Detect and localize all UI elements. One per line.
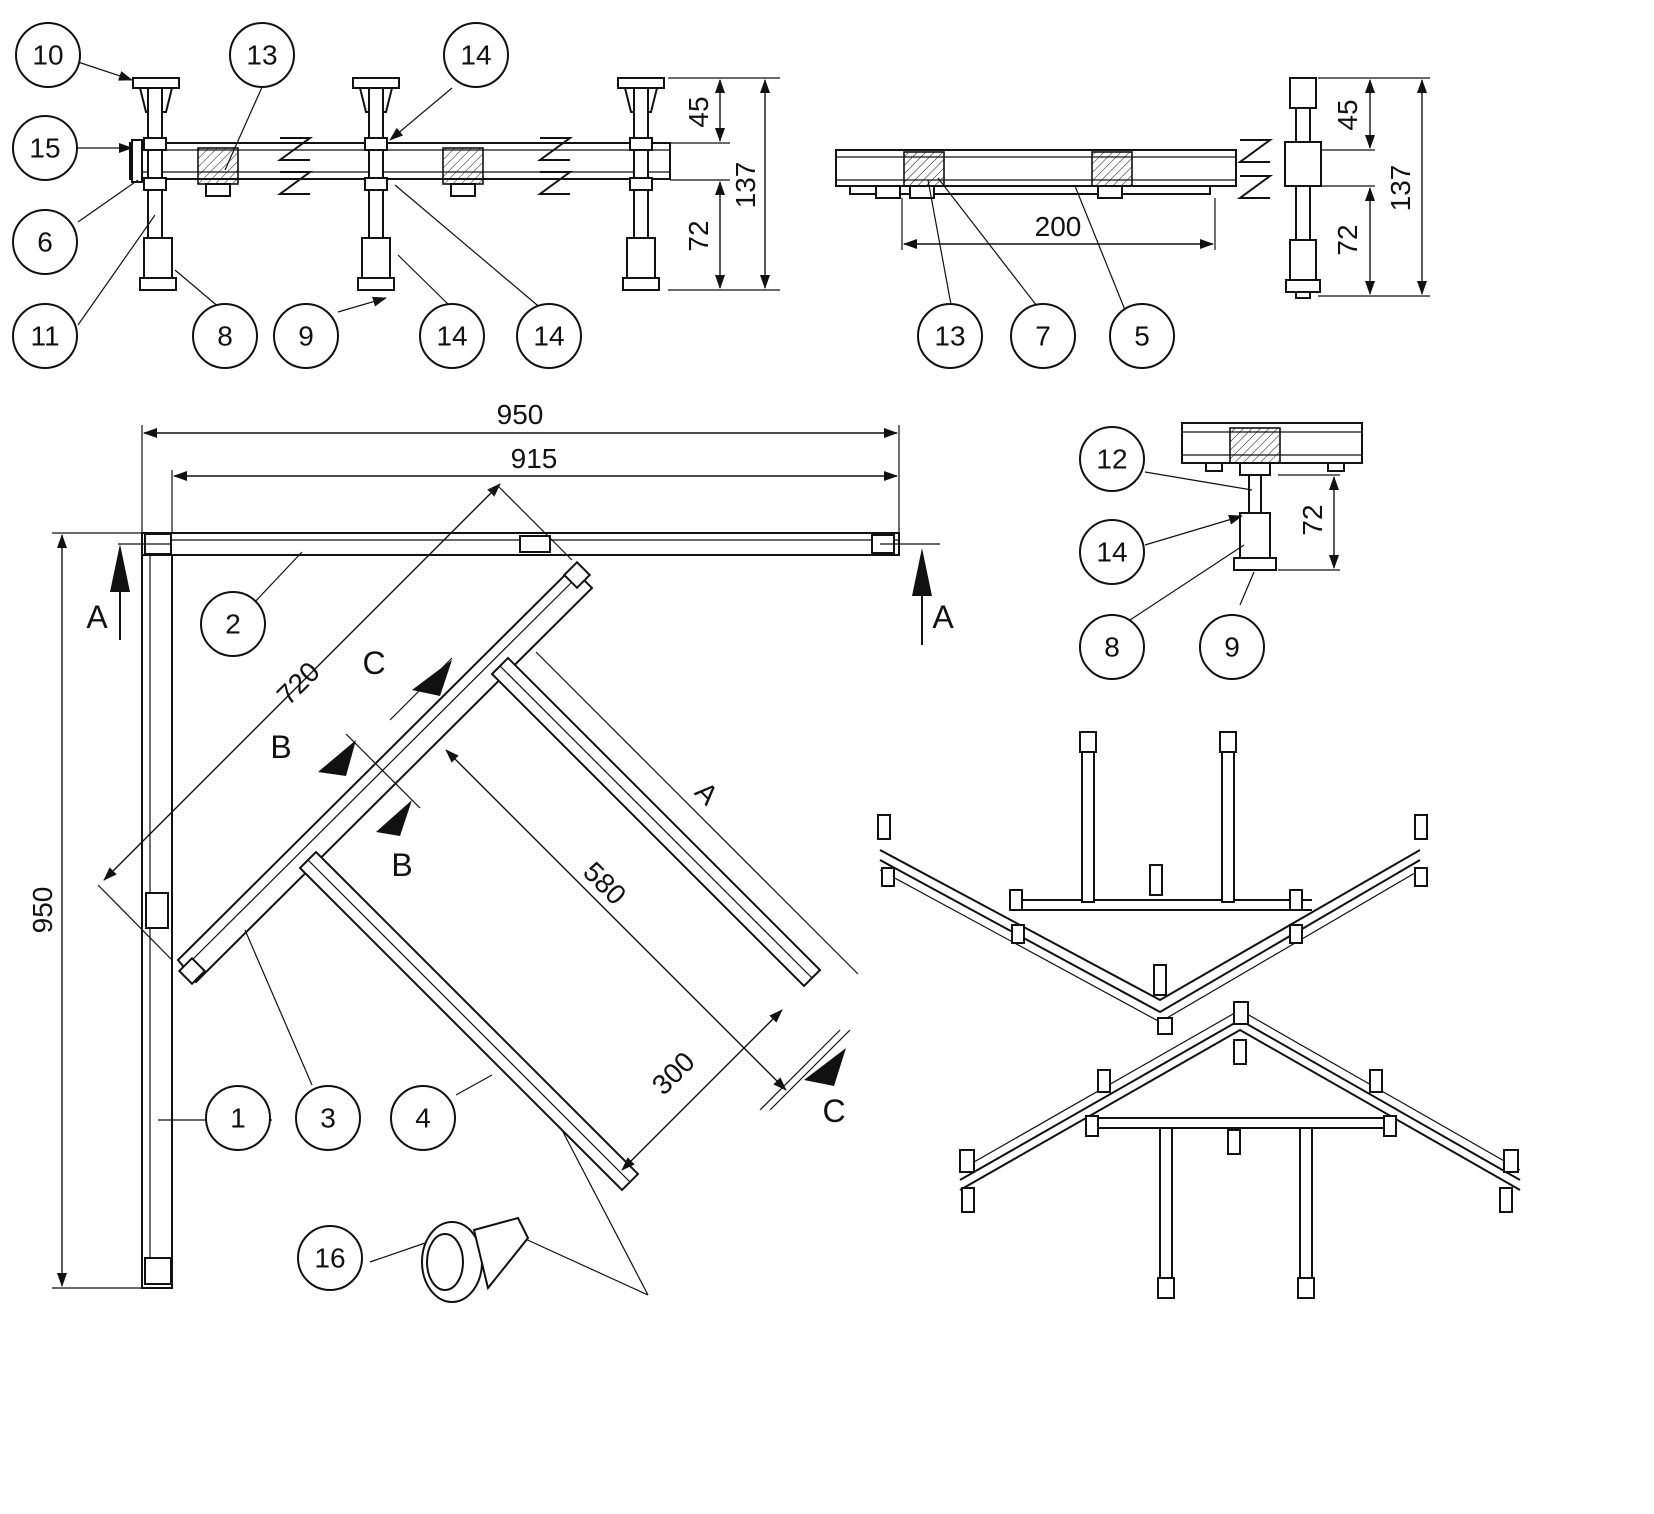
leg-assembly (131, 77, 180, 291)
callout-6: 6 (12, 209, 78, 275)
dim-200: 200 (1035, 211, 1082, 242)
leg-assembly (1284, 77, 1322, 299)
section-label-c-bottom: C (822, 1093, 845, 1129)
leg-assembly (352, 77, 400, 291)
dim-72: 72 (1297, 504, 1328, 535)
callout-10: 10 (15, 22, 81, 88)
callout-bubbles: 10 13 14 15 6 11 8 9 14 14 13 7 5 12 14 … (12, 22, 1265, 1291)
svg-text:1: 1 (230, 1103, 246, 1134)
svg-text:13: 13 (934, 321, 965, 352)
plan-view: 950 915 950 720 A 580 300 A A (27, 399, 954, 1303)
callout-4: 4 (390, 1085, 456, 1151)
dim-950-left: 950 (27, 887, 58, 934)
svg-text:16: 16 (314, 1243, 345, 1274)
callout-2: 2 (200, 591, 266, 657)
bracket-hatch (197, 147, 239, 185)
callout-8: 8 (1079, 614, 1145, 680)
isometric-view-bottom (959, 1001, 1521, 1299)
section-view-left: 45 72 137 (129, 77, 780, 291)
callout-14: 14 (1079, 519, 1145, 585)
dim-720: 720 (271, 656, 326, 711)
callout-14: 14 (443, 22, 509, 88)
svg-text:12: 12 (1096, 444, 1127, 475)
section-label-a-right: A (932, 599, 954, 635)
svg-text:10: 10 (32, 40, 63, 71)
svg-text:14: 14 (1096, 537, 1127, 568)
svg-text:14: 14 (436, 321, 467, 352)
callout-1: 1 (205, 1085, 271, 1151)
dim-300: 300 (646, 1046, 701, 1101)
callout-14: 14 (419, 303, 485, 369)
section-label-a-left: A (86, 599, 108, 635)
svg-text:11: 11 (30, 321, 59, 352)
svg-text:3: 3 (320, 1103, 336, 1134)
callout-9: 9 (1199, 614, 1265, 680)
svg-text:6: 6 (37, 227, 53, 258)
section-label-b-top: B (270, 729, 291, 765)
svg-text:4: 4 (415, 1103, 431, 1134)
callout-11: 11 (12, 303, 78, 369)
svg-text:9: 9 (298, 321, 314, 352)
callout-5: 5 (1109, 303, 1175, 369)
isometric-view-top (877, 731, 1428, 1035)
callout-13: 13 (917, 303, 983, 369)
callout-12: 12 (1079, 426, 1145, 492)
svg-text:15: 15 (29, 133, 60, 164)
svg-text:5: 5 (1134, 321, 1150, 352)
svg-text:7: 7 (1035, 321, 1051, 352)
leveling-foot-16 (421, 1216, 530, 1303)
callout-8: 8 (192, 303, 258, 369)
detail-view: 72 (1129, 422, 1363, 621)
callout-16: 16 (297, 1225, 363, 1291)
svg-text:8: 8 (1104, 632, 1120, 663)
dim-45: 45 (1332, 99, 1363, 130)
dim-915: 915 (511, 443, 558, 474)
callout-14: 14 (516, 303, 582, 369)
frame-rail (835, 149, 1237, 187)
callout-15: 15 (12, 115, 78, 181)
dim-137: 137 (730, 162, 761, 209)
callout-13: 13 (229, 22, 295, 88)
section-label-b-bottom: B (391, 847, 412, 883)
dim-950-top: 950 (497, 399, 544, 430)
svg-text:9: 9 (1224, 632, 1240, 663)
svg-text:14: 14 (533, 321, 564, 352)
dim-580: 580 (577, 856, 632, 911)
section-view-right: 45 72 137 200 (835, 77, 1430, 311)
svg-text:14: 14 (460, 40, 491, 71)
bracket-hatch (442, 147, 484, 185)
callout-7: 7 (1010, 303, 1076, 369)
dim-137: 137 (1385, 165, 1416, 212)
svg-text:8: 8 (217, 321, 233, 352)
svg-text:2: 2 (225, 609, 241, 640)
svg-text:13: 13 (246, 40, 277, 71)
dim-72: 72 (683, 220, 714, 251)
dim-45: 45 (683, 96, 714, 127)
label-a-diagonal: A (689, 776, 724, 811)
break-mark (276, 137, 574, 195)
leg-assembly (617, 77, 665, 291)
dim-72: 72 (1332, 224, 1363, 255)
callout-9: 9 (273, 303, 339, 369)
callout-3: 3 (295, 1085, 361, 1151)
section-label-c-top: C (362, 645, 385, 681)
